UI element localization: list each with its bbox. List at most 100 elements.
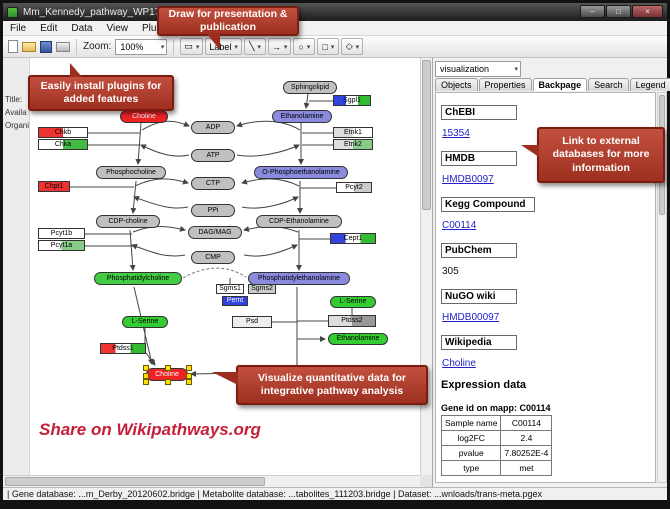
new-file-icon[interactable] xyxy=(8,40,18,53)
callout-install-plugins: Easily install plugins for added feature… xyxy=(28,63,174,111)
metabolite-node-choline[interactable]: Choline xyxy=(143,365,192,385)
metabolite-node-ethanolamine[interactable]: Ethanolamine xyxy=(328,333,388,345)
gene-node-sgms1[interactable]: Sgms1 xyxy=(216,284,244,294)
selection-handle[interactable] xyxy=(186,379,192,385)
callout-text: Draw for presentation & publication xyxy=(168,7,288,33)
line-tool[interactable]: ╲▾ xyxy=(243,38,266,55)
backpage-link[interactable]: HMDB00097 xyxy=(442,312,500,323)
metabolite-node-phosphocholine[interactable]: Phosphocholine xyxy=(96,166,166,179)
gene-node-sgms2[interactable]: Sgms2 xyxy=(248,284,276,294)
selection-handle[interactable] xyxy=(143,365,149,371)
dropdown-arrow-icon: ▾ xyxy=(283,43,288,51)
arrow-tool[interactable]: →▾ xyxy=(267,38,292,55)
metabolite-node-cdp-choline[interactable]: CDP-choline xyxy=(96,215,160,228)
gene-node-pcyt1a[interactable]: Pcyt1a xyxy=(38,240,85,251)
gene-node-cept1[interactable]: Cept1 xyxy=(330,233,376,244)
gene-node-etnk2[interactable]: Etnk2 xyxy=(333,139,373,150)
rectangle-tool[interactable]: □▾ xyxy=(317,38,340,55)
maximize-button[interactable]: □ xyxy=(606,5,631,18)
scrollbar-thumb[interactable] xyxy=(5,477,265,486)
menu-file[interactable]: File xyxy=(10,22,27,34)
visualization-select[interactable]: visualization ▾ xyxy=(435,61,521,77)
callout-external-databases: Link to external databases for more info… xyxy=(521,127,665,183)
backpage-link[interactable]: 15354 xyxy=(442,128,470,139)
expression-table-cell: Sample name xyxy=(440,415,502,431)
metabolite-node-adp[interactable]: ADP xyxy=(191,121,235,134)
metabolite-node-phosphatidylethanolamine[interactable]: Phosphatidylethanolamine xyxy=(248,272,350,285)
backpage-link[interactable]: HMDB0097 xyxy=(442,174,494,185)
gene-node-pcyt2[interactable]: Pcyt2 xyxy=(336,182,372,193)
selection-handle[interactable] xyxy=(186,372,192,379)
metabolite-node-ppi[interactable]: PPi xyxy=(191,204,235,217)
menu-data[interactable]: Data xyxy=(71,22,93,34)
menu-edit[interactable]: Edit xyxy=(40,22,58,34)
metabolite-node-dag-mag[interactable]: DAG/MAG xyxy=(188,226,242,239)
tab-search[interactable]: Search xyxy=(588,78,629,91)
gene-node-ptdss1[interactable]: Ptdss1 xyxy=(100,343,146,354)
ellipse-tool[interactable]: ○▾ xyxy=(293,38,316,55)
metabolite-node-cmp[interactable]: CMP xyxy=(191,251,235,264)
gene-node-pcyt1b[interactable]: Pcyt1b xyxy=(38,228,85,239)
backpage-link[interactable]: C00114 xyxy=(442,220,477,231)
tab-objects[interactable]: Objects xyxy=(435,78,478,91)
pathway-edge xyxy=(132,225,186,233)
selection-handle[interactable] xyxy=(143,379,149,385)
print-icon[interactable] xyxy=(56,41,70,52)
selection-handle[interactable] xyxy=(165,379,171,385)
toolbar-separator xyxy=(76,38,77,55)
close-button[interactable]: × xyxy=(632,5,663,18)
gene-node-chkb[interactable]: Chkb xyxy=(38,127,88,138)
canvas-vertical-scrollbar[interactable] xyxy=(420,58,432,475)
metabolite-node-o-phosphoethanolamine[interactable]: O-Phosphoethanolamine xyxy=(254,166,348,179)
metabolite-node-ethanolamine[interactable]: Ethanolamine xyxy=(272,110,332,123)
visualization-value: visualization xyxy=(440,64,490,74)
gene-node-psd[interactable]: Psd xyxy=(232,316,272,328)
zoom-select[interactable]: 100% ▾ xyxy=(115,38,168,55)
shape-tool[interactable]: ◇▾ xyxy=(341,38,364,55)
metabolite-node-cdp-ethanolamine[interactable]: CDP-Ethanolamine xyxy=(256,215,342,228)
gene-node-ptdss2[interactable]: Ptdss2 xyxy=(328,315,376,327)
gene-id-line: Gene id on mapp: C00114 xyxy=(441,403,551,413)
selection-handle[interactable] xyxy=(165,365,171,371)
expression-table-cell: C00114 xyxy=(500,415,553,431)
metabolite-node-phosphatidylcholine[interactable]: Phosphatidylcholine xyxy=(94,272,182,285)
gene-node-chpt1[interactable]: Chpt1 xyxy=(38,181,70,192)
gene-node-etnk1[interactable]: Etnk1 xyxy=(333,127,373,138)
gene-node-sgpl1[interactable]: Sgpl1 xyxy=(333,95,371,106)
metabolite-node-atp[interactable]: ATP xyxy=(191,149,235,162)
title-bar[interactable]: Mm_Kennedy_pathway_WP1771_45176.gpml –□× xyxy=(3,3,667,21)
backpage-header-chebi: ChEBI xyxy=(441,105,517,120)
gene-node-pemt[interactable]: Pemt xyxy=(222,296,248,306)
dropdown-arrow-icon: ▾ xyxy=(306,43,311,51)
metabolite-node-sphingolipid[interactable]: Sphingolipid xyxy=(283,81,337,94)
datanode-tool[interactable]: ▭▾ xyxy=(180,38,204,55)
tab-legend[interactable]: Legend xyxy=(629,78,670,91)
zoom-value: 100% xyxy=(120,41,144,52)
pathway-edge xyxy=(133,195,189,209)
expression-table-cell: met xyxy=(500,460,553,476)
metabolite-node-l-serine[interactable]: L-Serine xyxy=(330,296,376,308)
open-folder-icon[interactable] xyxy=(22,41,36,52)
callout-pointer-icon xyxy=(521,145,539,157)
scrollbar-thumb[interactable] xyxy=(422,60,431,210)
backpage-header-pubchem: PubChem xyxy=(441,243,517,258)
menu-view[interactable]: View xyxy=(106,22,128,34)
tab-backpage[interactable]: Backpage xyxy=(532,78,588,91)
metabolite-node-l-serine[interactable]: L-Serine xyxy=(122,316,168,328)
minimize-button[interactable]: – xyxy=(580,5,605,18)
tab-properties[interactable]: Properties xyxy=(478,78,532,91)
gene-node-chka[interactable]: Chka xyxy=(38,139,88,150)
selection-handle[interactable] xyxy=(143,372,149,379)
selection-handle[interactable] xyxy=(186,365,192,371)
canvas-horizontal-scrollbar[interactable] xyxy=(3,475,420,487)
save-icon[interactable] xyxy=(40,40,52,53)
metabolite-node-ctp[interactable]: CTP xyxy=(191,177,235,190)
pathway-edge xyxy=(131,243,186,257)
metabolite-node-choline[interactable]: Choline xyxy=(120,110,168,123)
backpage-link[interactable]: Choline xyxy=(442,358,476,369)
